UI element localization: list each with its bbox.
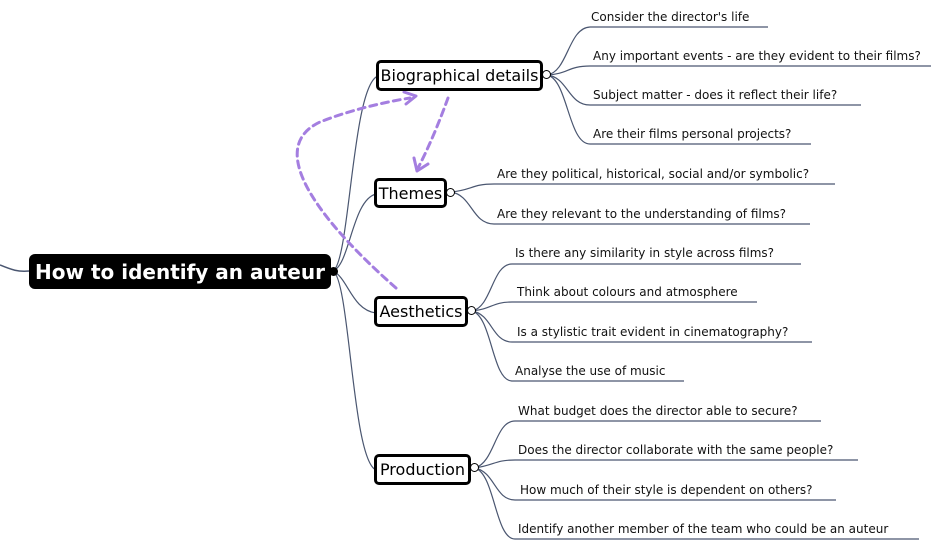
subtopic-item[interactable]: Is a stylistic trait evident in cinemato… <box>517 325 789 339</box>
aesthetics-child-line-3 <box>471 310 812 343</box>
root-collapse-knob[interactable] <box>329 267 338 276</box>
subtopic-item[interactable]: What budget does the director able to se… <box>518 404 798 418</box>
topic-collapse-knob[interactable] <box>542 70 551 79</box>
aesthetics-child-line-4 <box>471 310 684 382</box>
topic-label: Themes <box>378 183 443 203</box>
biographical-child-line-2 <box>546 65 931 76</box>
subtopic-item[interactable]: Does the director collaborate with the s… <box>518 443 834 457</box>
relationship-aesthetics-to-biographical <box>295 96 412 290</box>
subtopic-item[interactable]: Analyse the use of music <box>515 364 666 378</box>
arrowhead-themes <box>412 156 430 173</box>
themes-child-line-2 <box>450 191 810 225</box>
topic-collapse-knob[interactable] <box>467 306 476 315</box>
root-topic[interactable]: How to identify an auteur <box>29 254 331 289</box>
topic-biographical-details[interactable]: Biographical details <box>376 60 543 91</box>
production-child-line-4 <box>474 467 919 540</box>
topic-label: Production <box>379 460 466 479</box>
production-child-line-2 <box>474 459 858 469</box>
root-to-biographical-line <box>332 75 379 272</box>
aesthetics-child-line-2 <box>471 301 757 312</box>
aesthetics-child-line-1 <box>471 263 801 312</box>
root-to-production-line <box>332 270 377 471</box>
topic-label: Biographical details <box>380 66 539 85</box>
relationship-biographical-to-themes <box>416 96 450 170</box>
root-topic-label: How to identify an auteur <box>35 259 325 284</box>
subtopic-item[interactable]: Any important events - are they evident … <box>593 49 921 63</box>
topic-production[interactable]: Production <box>374 454 471 485</box>
arrowhead-biographical <box>402 90 418 106</box>
subtopic-item[interactable]: How much of their style is dependent on … <box>520 483 813 497</box>
subtopic-item[interactable]: Think about colours and atmosphere <box>517 285 738 299</box>
root-to-themes-line <box>332 193 377 272</box>
subtopic-item[interactable]: Is there any similarity in style across … <box>515 246 775 260</box>
subtopic-item[interactable]: Subject matter - does it reflect their l… <box>593 88 838 102</box>
topic-label: Aesthetics <box>379 302 463 321</box>
biographical-child-line-4 <box>546 74 811 145</box>
subtopic-item[interactable]: Are their films personal projects? <box>593 127 792 141</box>
themes-child-line-1 <box>450 183 835 193</box>
subtopic-item[interactable]: Are they relevant to the understanding o… <box>497 207 787 221</box>
topic-collapse-knob[interactable] <box>446 188 455 197</box>
root-incoming-line <box>0 264 30 272</box>
topic-collapse-knob[interactable] <box>470 463 479 472</box>
topic-aesthetics[interactable]: Aesthetics <box>374 296 468 327</box>
subtopic-item[interactable]: Consider the director's life <box>591 10 750 24</box>
subtopic-item[interactable]: Identify another member of the team who … <box>518 522 889 536</box>
biographical-child-line-3 <box>546 74 861 106</box>
topic-themes[interactable]: Themes <box>374 178 447 208</box>
production-child-line-1 <box>474 420 821 469</box>
root-to-aesthetics-line <box>332 270 377 314</box>
subtopic-item[interactable]: Are they political, historical, social a… <box>497 167 810 181</box>
production-child-line-3 <box>474 467 836 501</box>
biographical-child-line-1 <box>546 26 768 76</box>
